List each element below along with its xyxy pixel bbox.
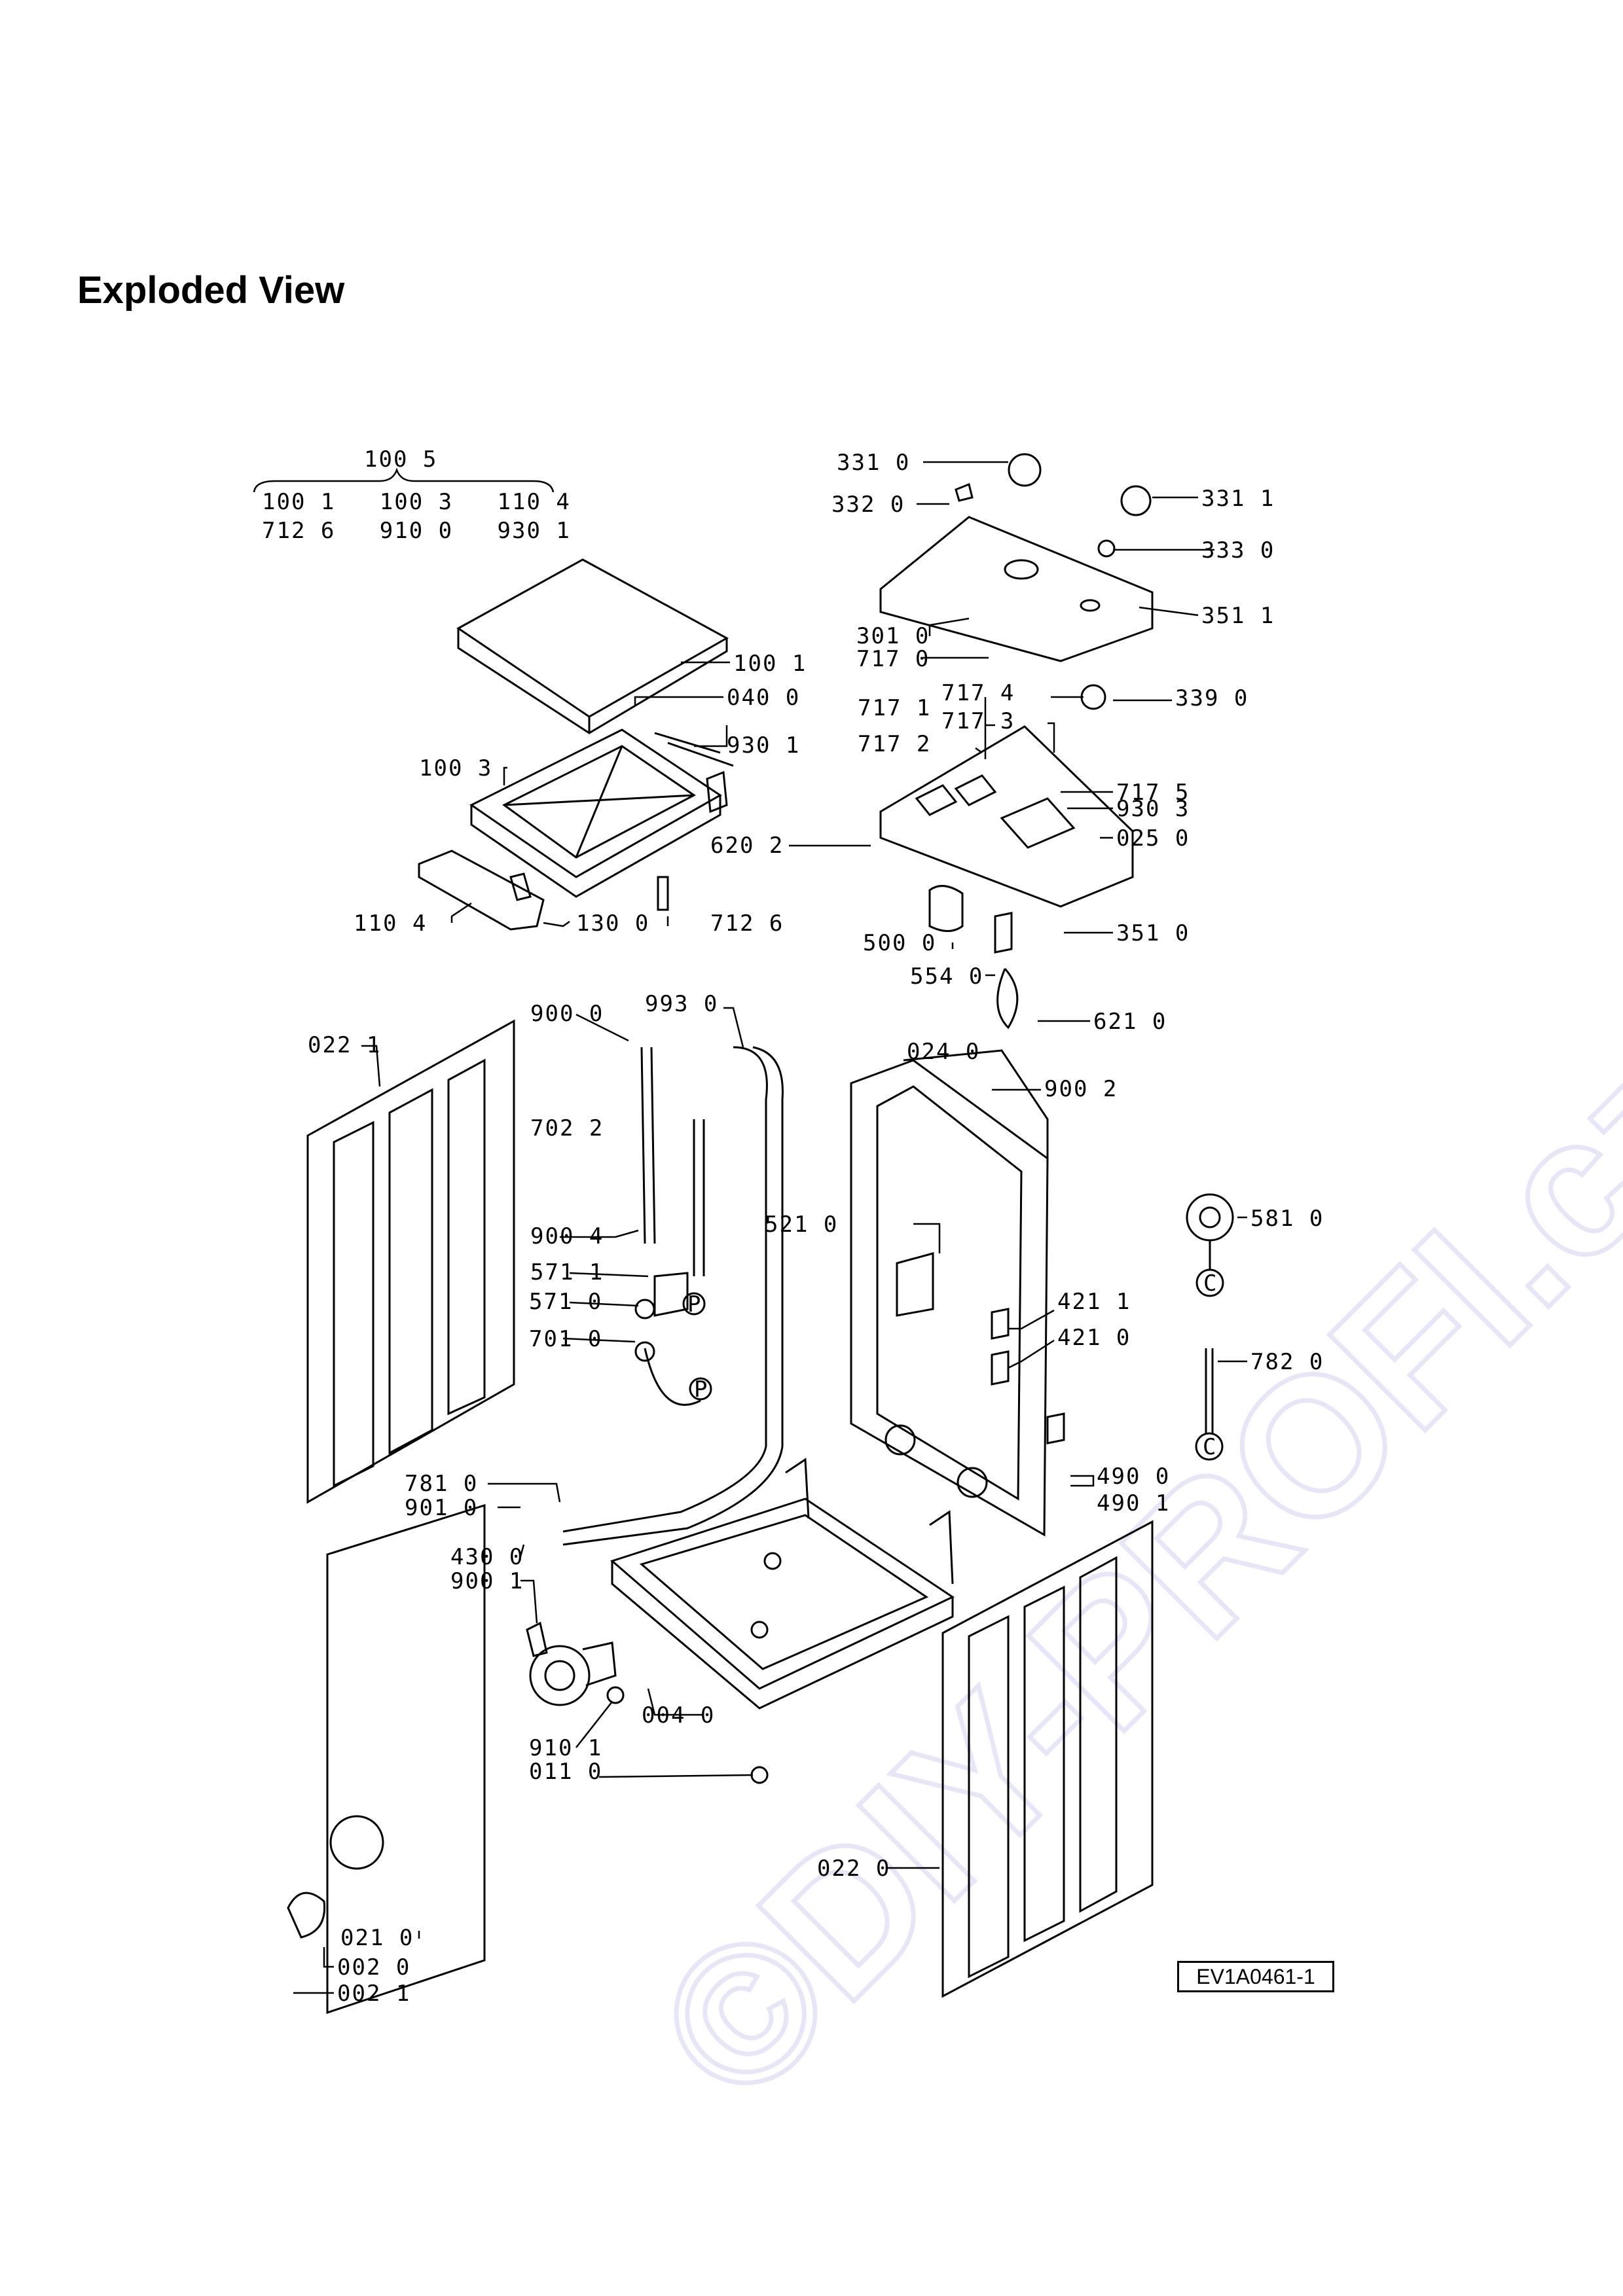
label-712-6: 712 6 <box>710 910 784 937</box>
label-900-1: 900 1 <box>450 1568 524 1594</box>
side-panel-right <box>941 1520 1154 1998</box>
leaders-base <box>488 1482 754 1778</box>
svg-text:C: C <box>1203 1270 1218 1297</box>
feet <box>606 1552 782 1784</box>
page-title: Exploded View <box>77 269 345 312</box>
label-717-4: 717 4 <box>941 680 1015 706</box>
label-490-1: 490 1 <box>1097 1490 1170 1516</box>
label-351-1: 351 1 <box>1201 603 1275 629</box>
label-781-0: 781 0 <box>405 1471 478 1497</box>
label-717-0: 717 0 <box>856 646 930 672</box>
leaders-middle-left <box>361 1007 744 1343</box>
label-130-0: 130 0 <box>576 910 649 937</box>
marker-p1: P <box>682 1291 706 1318</box>
hoses <box>562 1046 784 1546</box>
label-490-0: 490 0 <box>1097 1463 1170 1490</box>
label-022-0: 022 0 <box>817 1856 890 1882</box>
label-021-0: 021 0 <box>340 1925 414 1951</box>
marker-c2: C <box>1195 1432 1224 1461</box>
label-910-1: 910 1 <box>529 1735 602 1761</box>
leaders-middle-right <box>913 1088 1247 1487</box>
label-331-0: 331 0 <box>837 450 910 476</box>
label-100-3: 100 3 <box>419 755 492 781</box>
label-421-1: 421 1 <box>1057 1289 1131 1315</box>
label-717-1: 717 1 <box>858 695 931 721</box>
label-901-0: 901 0 <box>405 1495 478 1521</box>
leaders-top-left <box>450 661 730 927</box>
label-002-0: 002 0 <box>337 1954 410 1981</box>
label-500-0: 500 0 <box>863 930 936 956</box>
label-900-0: 900 0 <box>530 1001 604 1027</box>
drum-pulley <box>1186 1193 1234 1270</box>
label-717-2: 717 2 <box>858 731 931 757</box>
label-581-0: 581 0 <box>1250 1206 1324 1232</box>
label-521-0: 521 0 <box>765 1211 838 1238</box>
label-430-0: 430 0 <box>450 1544 524 1570</box>
panel-strip <box>654 732 734 814</box>
front-panel <box>287 1503 486 2015</box>
rod-782 <box>1205 1348 1214 1433</box>
svg-text:P: P <box>687 1291 702 1318</box>
control-panel-cover <box>879 516 1154 662</box>
label-701-0: 701 0 <box>529 1326 602 1352</box>
label-301-0: 301 0 <box>856 623 930 649</box>
base-frame <box>610 1458 955 1710</box>
kit-group-row2: 712 6 910 0 930 1 <box>262 518 571 544</box>
label-040-0: 040 0 <box>727 685 800 711</box>
label-620-2: 620 2 <box>710 833 784 859</box>
marker-c1: C <box>1195 1268 1224 1297</box>
small-bracket <box>509 872 669 911</box>
worktop-frame <box>469 728 722 898</box>
leaders-bottom <box>293 1867 939 1994</box>
label-333-0: 333 0 <box>1201 537 1275 564</box>
leaders-top-right <box>789 461 1214 1022</box>
label-993-0: 993 0 <box>645 991 718 1017</box>
label-011-0: 011 0 <box>529 1759 602 1785</box>
relays <box>991 1308 1065 1444</box>
label-900-4: 900 4 <box>530 1223 604 1249</box>
label-571-0: 571 0 <box>529 1289 602 1315</box>
label-702-2: 702 2 <box>530 1115 604 1141</box>
rear-frame-panel <box>850 1049 1049 1537</box>
svg-text:C: C <box>1203 1434 1217 1460</box>
label-900-2: 900 2 <box>1044 1076 1118 1102</box>
side-panel-left-rear <box>306 1019 515 1504</box>
label-421-0: 421 0 <box>1057 1325 1131 1351</box>
label-025-0: 025 0 <box>1116 825 1190 852</box>
label-339-0: 339 0 <box>1175 685 1249 711</box>
label-024-0: 024 0 <box>907 1039 980 1065</box>
electronic-board-bracket <box>879 725 1134 908</box>
label-571-1: 571 1 <box>530 1259 604 1285</box>
label-717-5: 717 5 <box>1116 780 1190 806</box>
label-002-1: 002 1 <box>337 1981 410 2007</box>
label-004-0: 004 0 <box>642 1702 715 1729</box>
front-trim <box>418 850 545 931</box>
drain-pump <box>526 1621 617 1706</box>
label-621-0: 621 0 <box>1093 1009 1167 1035</box>
label-930-3: 930 3 <box>1116 796 1190 822</box>
label-331-1: 331 1 <box>1201 486 1275 512</box>
label-110-4: 110 4 <box>354 910 427 937</box>
kit-brace <box>253 467 555 493</box>
kit-group-header: 100 5 <box>364 446 437 473</box>
watermark: ©DIY-PROFI.cz <box>617 1005 1623 2142</box>
label-782-0: 782 0 <box>1250 1349 1324 1375</box>
label-930-1: 930 1 <box>727 732 800 759</box>
label-022-1: 022 1 <box>308 1032 381 1058</box>
label-332-0: 332 0 <box>831 492 905 518</box>
label-351-0: 351 0 <box>1116 920 1190 946</box>
pressure-switch <box>928 885 1019 1030</box>
label-100-1: 100 1 <box>733 651 807 677</box>
marker-p2: P <box>689 1376 712 1403</box>
label-717-3: 717 3 <box>941 708 1015 734</box>
worktop-lid <box>456 558 729 734</box>
water-valve <box>634 1272 689 1362</box>
svg-text:P: P <box>694 1376 708 1403</box>
kit-group-row1: 100 1 100 3 110 4 <box>262 489 571 515</box>
drawing-code: EV1A0461-1 <box>1177 1961 1334 1992</box>
label-554-0: 554 0 <box>910 963 983 990</box>
